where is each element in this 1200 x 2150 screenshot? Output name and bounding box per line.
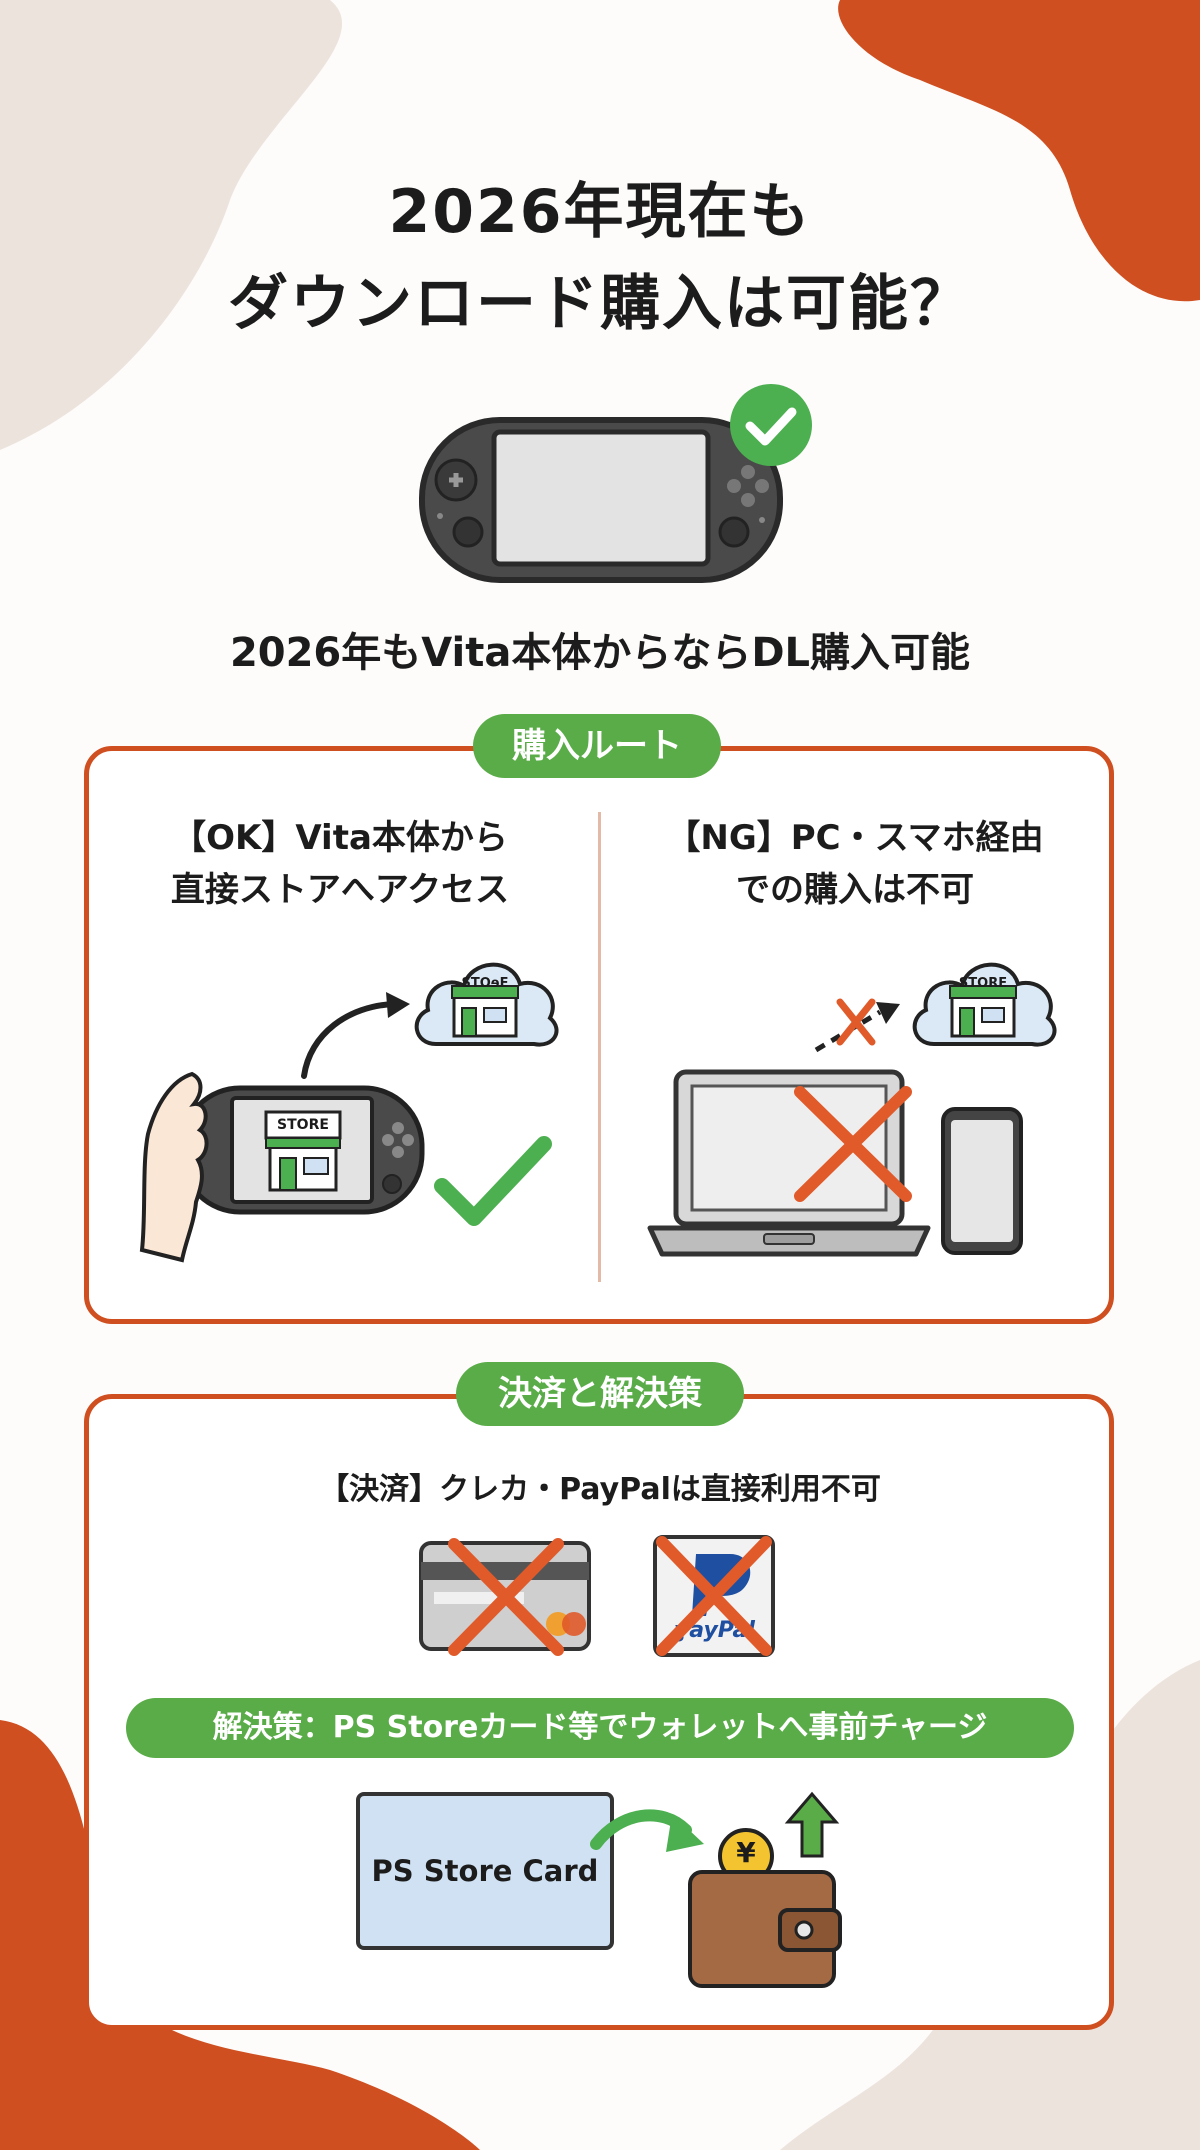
console-store-sign: STORE bbox=[277, 1117, 329, 1133]
ps-store-card-label: PS Store Card bbox=[371, 1854, 599, 1888]
cross-icon bbox=[656, 1536, 772, 1656]
background-blob-bottom-left bbox=[0, 1720, 480, 2150]
check-icon bbox=[730, 384, 812, 466]
cloud-store-sign-right: STORE bbox=[958, 976, 1008, 991]
purchase-route-label: 購入ルート bbox=[473, 714, 721, 778]
solution-label: 解決策：PS Storeカード等でウォレットへ事前チャージ bbox=[126, 1698, 1074, 1758]
cloud-store-sign-left: STOɘE bbox=[461, 976, 509, 991]
payment-solution-label: 決済と解決策 bbox=[456, 1362, 744, 1426]
cloud-store-icon bbox=[414, 962, 559, 1047]
cloud-store-icon bbox=[912, 962, 1057, 1047]
ps-store-card bbox=[356, 1792, 614, 1950]
payment-note: 【決済】クレカ・PayPalは直接利用不可 bbox=[319, 1472, 881, 1507]
cross-icon bbox=[448, 1538, 564, 1656]
ng-route-text-line1: 【NG】PC・スマホ経由 bbox=[666, 818, 1044, 858]
arrow-icon bbox=[301, 992, 410, 1079]
blocked-arrow-icon bbox=[814, 998, 900, 1053]
check-icon bbox=[434, 1136, 552, 1226]
yen-symbol: ¥ bbox=[736, 1836, 756, 1869]
wallet-icon bbox=[688, 1791, 842, 1988]
ok-route-text-line1: 【OK】Vita本体から bbox=[172, 818, 508, 858]
subtitle: 2026年もVita本体からならDL購入可能 bbox=[229, 630, 971, 676]
handheld-console-icon bbox=[419, 417, 783, 583]
cross-icon bbox=[794, 1086, 912, 1202]
ok-route-text-line2: 直接ストアへアクセス bbox=[170, 870, 510, 910]
hand-with-console-icon bbox=[139, 1071, 425, 1263]
column-divider bbox=[598, 812, 601, 1282]
smartphone-icon bbox=[941, 1107, 1023, 1255]
ng-route-text-line2: での購入は不可 bbox=[736, 870, 974, 910]
background-blob-top-left bbox=[0, 0, 343, 450]
laptop-icon bbox=[647, 1069, 931, 1257]
arrow-icon bbox=[590, 1809, 704, 1852]
page-title-line1: 2026年現在も bbox=[388, 177, 812, 247]
background-blob-top-right bbox=[838, 0, 1200, 302]
page-title-line2: ダウンロード購入は可能？ bbox=[228, 269, 972, 339]
